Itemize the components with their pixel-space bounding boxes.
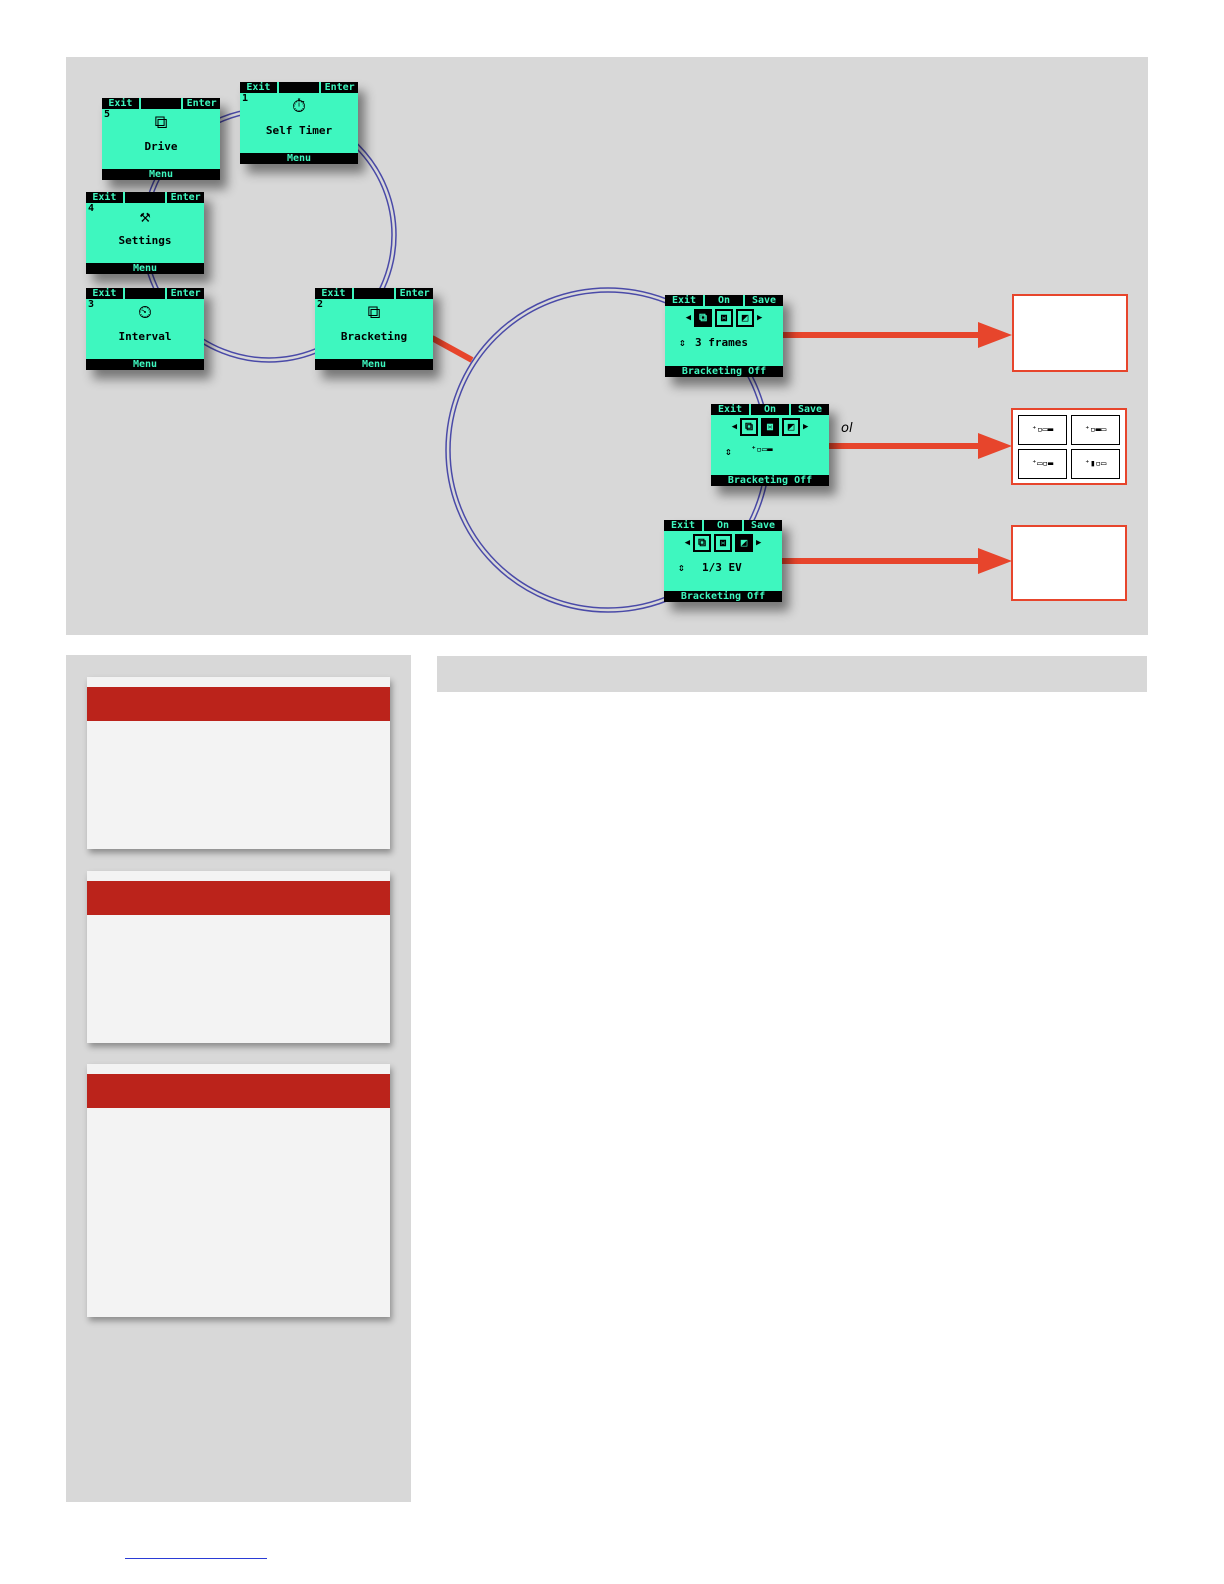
sidebar-card-3 (87, 1064, 390, 1317)
sequence-option-icon: ⁺▫▬▭ (1071, 415, 1120, 445)
softkey-left[interactable]: Exit (240, 82, 277, 93)
mode-selector[interactable]: ◀ ⧉ ⧈ ◩ ▶ (664, 534, 782, 552)
softkey-middle[interactable] (353, 288, 395, 299)
softkey-left[interactable]: Exit (86, 288, 123, 299)
menu-footer: Menu (240, 153, 358, 164)
menu-number: 4 (88, 203, 95, 214)
mode-ev-icon[interactable]: ◩ (735, 534, 753, 552)
softkey-left[interactable]: Exit (315, 288, 352, 299)
mode-ev-icon[interactable]: ◩ (782, 418, 800, 436)
sequence-option-icon: ⁺▮▫▭ (1071, 449, 1120, 479)
menu-label: Interval (118, 330, 172, 343)
menu-number: 5 (104, 109, 111, 120)
right-arrow-icon[interactable]: ▶ (757, 313, 763, 323)
sidebar-card-1 (87, 677, 390, 849)
menu-screen-settings[interactable]: Exit Enter 4 ⚒ Settings Menu (86, 192, 205, 274)
mode-sequence-icon[interactable]: ⧈ (715, 309, 733, 327)
save-softkey[interactable]: Save (791, 404, 829, 415)
save-softkey[interactable]: Save (745, 295, 783, 306)
menu-label: Settings (118, 234, 172, 247)
bracketing-icon: ⧉ (367, 302, 381, 323)
card-header (87, 687, 390, 721)
footer-link-underline[interactable] (125, 1558, 267, 1559)
left-arrow-icon[interactable]: ◀ (685, 313, 691, 323)
menu-screen-self-timer[interactable]: Exit Enter 1 ⏱ Self Timer Menu (240, 82, 359, 164)
menu-number: 2 (317, 299, 324, 310)
mode-sequence-icon[interactable]: ⧈ (714, 534, 732, 552)
stray-label: ol (841, 421, 853, 436)
menu-screen-bracketing[interactable]: Exit Enter 2 ⧉ Bracketing Menu (315, 288, 434, 370)
right-arrow-icon[interactable]: ▶ (803, 422, 809, 432)
mode-sequence-icon[interactable]: ⧈ (761, 418, 779, 436)
section-header-bar (437, 656, 1147, 692)
menu-number: 1 (242, 93, 249, 104)
menu-number: 3 (88, 299, 95, 310)
softkey-right[interactable]: Enter (183, 98, 221, 109)
save-softkey[interactable]: Save (744, 520, 782, 531)
menu-label: Drive (144, 140, 178, 153)
card-header (87, 881, 390, 915)
result-box-sequences: ⁺▫▭▬ ⁺▫▬▭ ⁺▭▫▬ ⁺▮▫▭ (1011, 408, 1127, 485)
bracketing-status: Bracketing Off (664, 591, 782, 602)
softkey-right[interactable]: Enter (321, 82, 359, 93)
on-softkey[interactable]: On (704, 520, 742, 531)
menu-footer: Menu (86, 263, 204, 274)
softkey-right[interactable]: Enter (167, 288, 205, 299)
interval-icon: ⏲ (137, 302, 153, 323)
result-box-frames (1012, 294, 1128, 372)
mode-frames-icon[interactable]: ⧉ (740, 418, 758, 436)
bracketing-status: Bracketing Off (711, 475, 829, 486)
softkey-left[interactable]: Exit (102, 98, 139, 109)
ev-value: 1/3 EV (702, 561, 742, 574)
mode-frames-icon[interactable]: ⧉ (694, 309, 712, 327)
softkey-right[interactable]: Enter (167, 192, 205, 203)
softkey-right[interactable]: Enter (396, 288, 434, 299)
left-arrow-icon[interactable]: ◀ (684, 538, 690, 548)
sequence-option-icon: ⁺▫▭▬ (1018, 415, 1067, 445)
settings-icon: ⚒ (139, 206, 151, 227)
softkey-left[interactable]: Exit (86, 192, 123, 203)
menu-footer: Menu (315, 359, 433, 370)
up-down-icon[interactable]: ⇕ (679, 336, 686, 349)
up-down-icon[interactable]: ⇕ (725, 445, 732, 458)
softkey-middle[interactable] (140, 98, 182, 109)
menu-footer: Menu (102, 169, 220, 180)
sidebar-card-2 (87, 871, 390, 1043)
mode-ev-icon[interactable]: ◩ (736, 309, 754, 327)
menu-label: Bracketing (340, 330, 408, 343)
sequence-pattern-icon: ⁺▫▭▬ (751, 445, 773, 455)
sequence-option-icon: ⁺▭▫▬ (1018, 449, 1067, 479)
on-softkey[interactable]: On (751, 404, 789, 415)
result-box-ev (1011, 525, 1127, 601)
drive-icon: ⧉ (154, 112, 168, 133)
bracketing-status: Bracketing Off (665, 366, 783, 377)
diagram-panel (66, 57, 1148, 635)
softkey-middle[interactable] (124, 192, 166, 203)
right-arrow-icon[interactable]: ▶ (756, 538, 762, 548)
menu-label: Self Timer (265, 124, 333, 137)
menu-screen-interval[interactable]: Exit Enter 3 ⏲ Interval Menu (86, 288, 205, 370)
exit-softkey[interactable]: Exit (664, 520, 702, 531)
frames-value: 3 frames (695, 336, 748, 349)
mode-frames-icon[interactable]: ⧉ (693, 534, 711, 552)
card-header (87, 1074, 390, 1108)
mode-selector[interactable]: ◀ ⧉ ⧈ ◩ ▶ (665, 309, 783, 327)
up-down-icon[interactable]: ⇕ (678, 561, 685, 574)
menu-footer: Menu (86, 359, 204, 370)
softkey-middle[interactable] (278, 82, 320, 93)
sequence-options-grid: ⁺▫▭▬ ⁺▫▬▭ ⁺▭▫▬ ⁺▮▫▭ (1013, 410, 1125, 483)
on-softkey[interactable]: On (705, 295, 743, 306)
exit-softkey[interactable]: Exit (711, 404, 749, 415)
mode-selector[interactable]: ◀ ⧉ ⧈ ◩ ▶ (711, 418, 829, 436)
self-timer-icon: ⏱ (291, 96, 307, 117)
left-arrow-icon[interactable]: ◀ (731, 422, 737, 432)
menu-screen-drive[interactable]: Exit Enter 5 ⧉ Drive Menu (102, 98, 221, 180)
softkey-middle[interactable] (124, 288, 166, 299)
exit-softkey[interactable]: Exit (665, 295, 703, 306)
